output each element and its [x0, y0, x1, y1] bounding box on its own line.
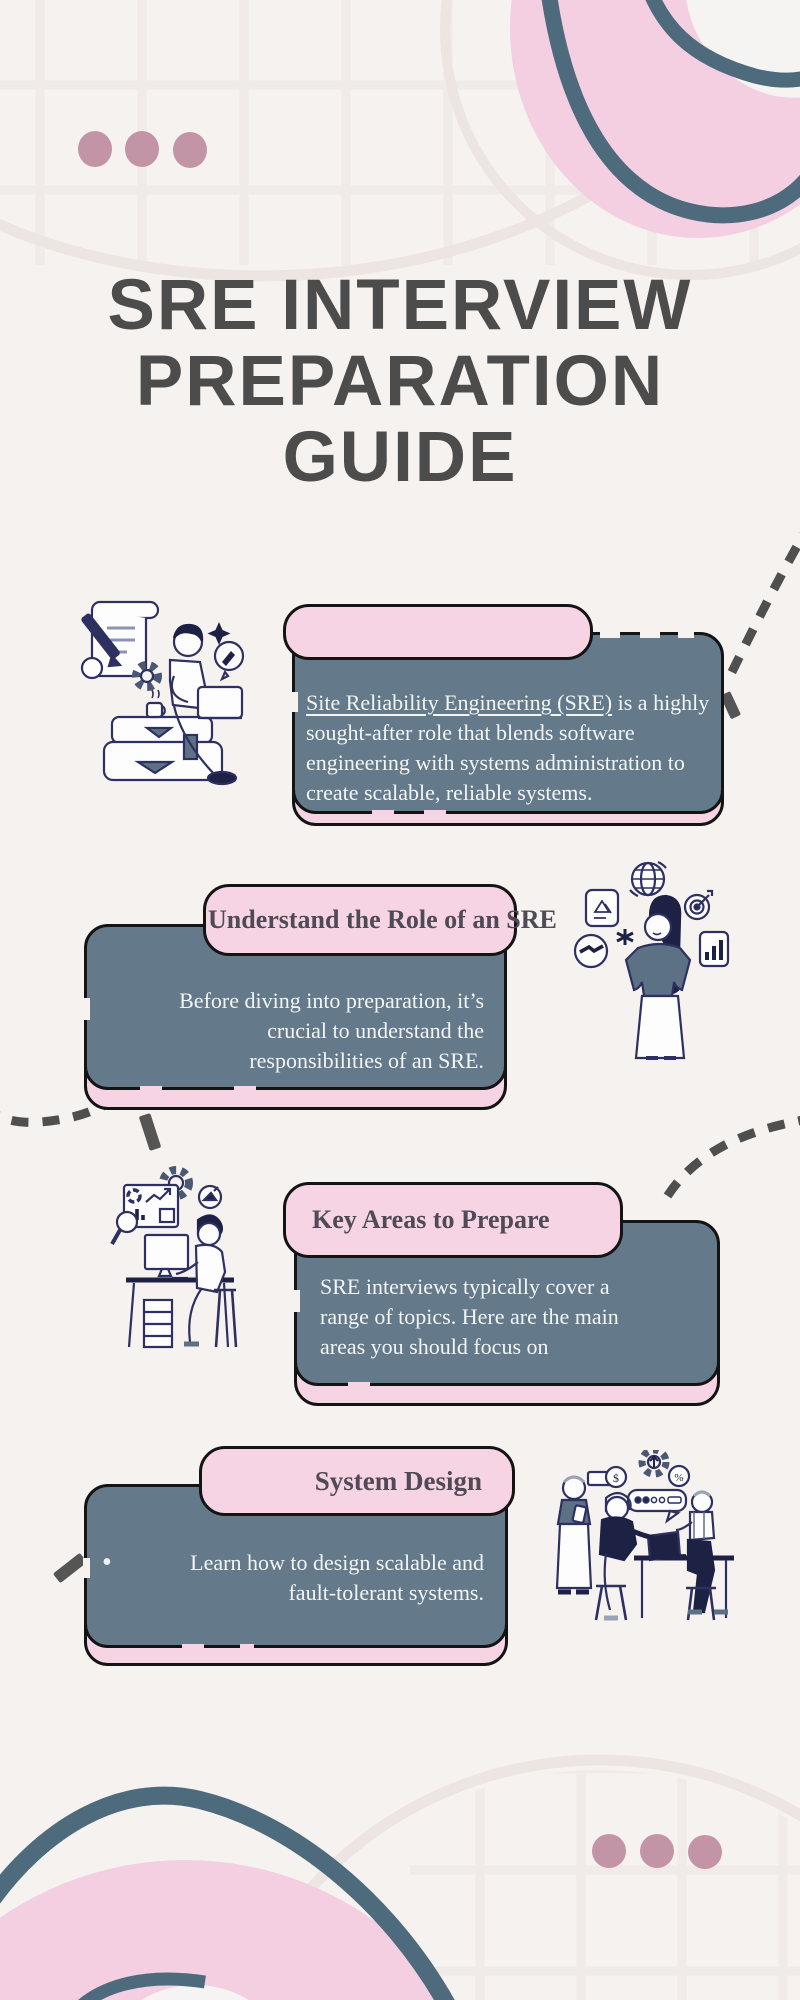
coffee-cup-icon	[145, 689, 166, 719]
body-text-key-areas: SRE interviews typically cover a range o…	[320, 1274, 619, 1359]
border-gap	[291, 692, 298, 712]
table	[634, 1555, 734, 1618]
border-gap	[348, 1382, 370, 1389]
bar-chart-icon	[698, 930, 730, 968]
svg-text:$: $	[613, 1471, 619, 1485]
magnifier-icon	[110, 1210, 139, 1245]
svg-text:%: %	[674, 1472, 683, 1484]
body-text-continued: is a highly	[612, 690, 710, 715]
card-intro	[292, 632, 724, 814]
border-gap	[424, 810, 446, 817]
bottom-grid	[410, 1770, 800, 2000]
book-stack	[102, 715, 224, 782]
scroll-icon	[80, 600, 160, 680]
woman-hands-on-hips	[624, 894, 692, 1060]
section-tab-label: Key Areas to Prepare	[312, 1205, 550, 1234]
body-text-intro: Site Reliability Engineering (SRE) is a …	[306, 688, 744, 816]
border-gap	[293, 1290, 300, 1312]
password-bubble-icon	[626, 1488, 688, 1524]
top-faint-arc	[0, 160, 644, 282]
bottom-left-donut	[0, 1786, 455, 2000]
border-gap	[600, 630, 620, 638]
megaphone-icon	[197, 1184, 223, 1210]
border-gap	[234, 1086, 256, 1093]
bottom-faint-ring	[234, 1754, 800, 2000]
body-text-lines: sought-after role that blends software e…	[306, 720, 685, 805]
border-gap	[640, 630, 660, 638]
border-gap	[140, 1086, 162, 1093]
body-text-role: Before diving into preparation, it’s cru…	[179, 988, 484, 1073]
border-gap	[372, 810, 394, 817]
gear-icon	[132, 661, 162, 691]
top-right-donut	[510, 0, 800, 238]
illustration-person-studying-on-book-stack	[80, 600, 245, 786]
gear-up-icon	[638, 1450, 670, 1478]
asterisk-icon	[616, 929, 634, 945]
section-tab-intro	[283, 604, 593, 660]
top-left-dots	[78, 131, 207, 168]
bottom-right-dots	[592, 1834, 722, 1869]
page-title: SRE INTERVIEW PREPARATION GUIDE	[107, 266, 693, 497]
money-icon: $	[586, 1465, 628, 1489]
section-tab-system-design: System Design	[199, 1446, 515, 1516]
section-tab-key-areas: Key Areas to Prepare	[283, 1182, 623, 1258]
percent-icon: %	[667, 1464, 691, 1488]
border-gap	[83, 1558, 90, 1578]
border-gap	[83, 998, 90, 1020]
pencil-icon	[81, 613, 123, 668]
interviewer-at-table	[675, 1490, 728, 1621]
sparkle-icon	[207, 622, 231, 645]
border-gap	[182, 1644, 204, 1651]
border-gap	[678, 630, 694, 638]
border-gap	[240, 1644, 254, 1651]
section-tab-label: System Design	[314, 1465, 482, 1496]
illustration-woman-hands-on-hips-with-skill-icons	[573, 860, 730, 1060]
connector-arrowheads	[53, 691, 741, 1583]
section-tab-role: Understand the Role of an SRE	[203, 884, 557, 956]
person-at-desk	[175, 1214, 238, 1348]
section-tab-label: Understand the Role of an SRE	[208, 905, 557, 934]
illustration-interview-panel-at-table: $ %	[555, 1450, 734, 1621]
body-text-system-design: Learn how to design scalable and fault-t…	[190, 1550, 484, 1605]
candidate-at-table	[594, 1491, 655, 1621]
sre-link[interactable]: Site Reliability Engineering (SRE)	[306, 690, 613, 715]
person-reading	[168, 623, 244, 786]
target-icon	[683, 889, 714, 921]
badge-pencil-icon	[213, 640, 245, 682]
globe-icon	[629, 860, 667, 898]
standing-interviewer	[555, 1475, 593, 1595]
illustration-person-analyzing-at-desk	[110, 1166, 238, 1349]
recycle-box-icon	[584, 888, 620, 928]
laptop	[643, 1530, 687, 1562]
handshake-icon	[573, 933, 609, 969]
bullet-point: •	[102, 1547, 112, 1578]
top-right-faint-ring	[440, 0, 800, 280]
